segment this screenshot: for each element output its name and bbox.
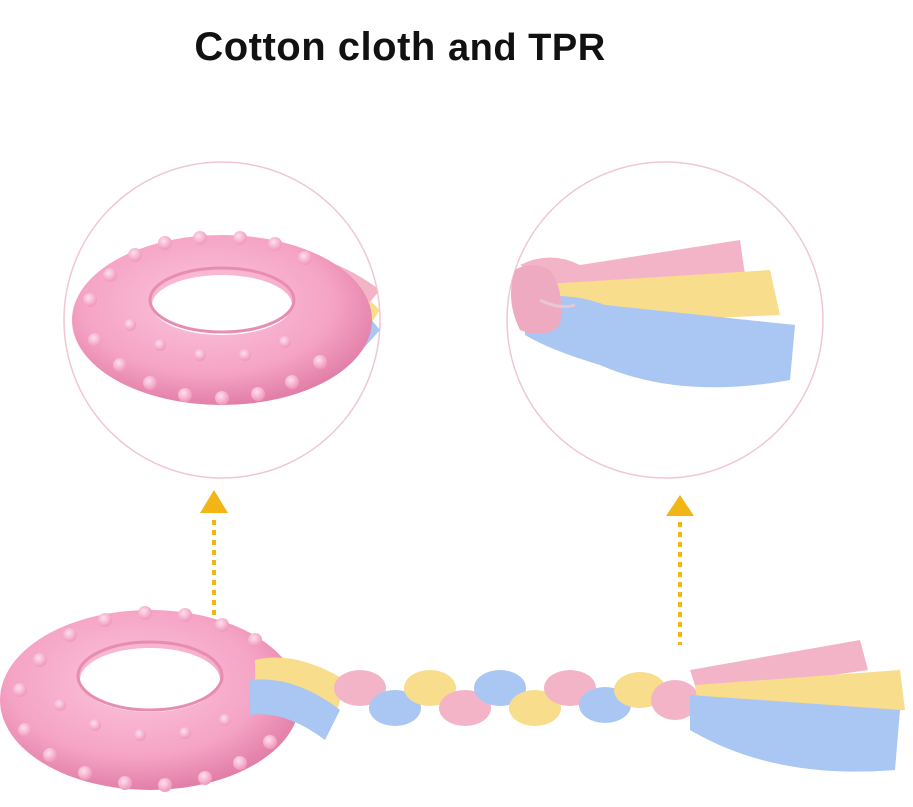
tpr-ring <box>0 606 300 792</box>
tpr-ring-closeup <box>63 161 381 479</box>
full-product <box>0 606 905 792</box>
headline-part1: Cotton cloth <box>194 25 436 69</box>
braided-rope <box>250 657 699 740</box>
cotton-tassel-closeup <box>506 161 824 479</box>
headline-part2: and TPR <box>448 27 606 69</box>
right-arrow <box>666 495 694 645</box>
cotton-tassel <box>690 640 905 772</box>
headline: Cotton cloth and TPR <box>0 22 800 70</box>
